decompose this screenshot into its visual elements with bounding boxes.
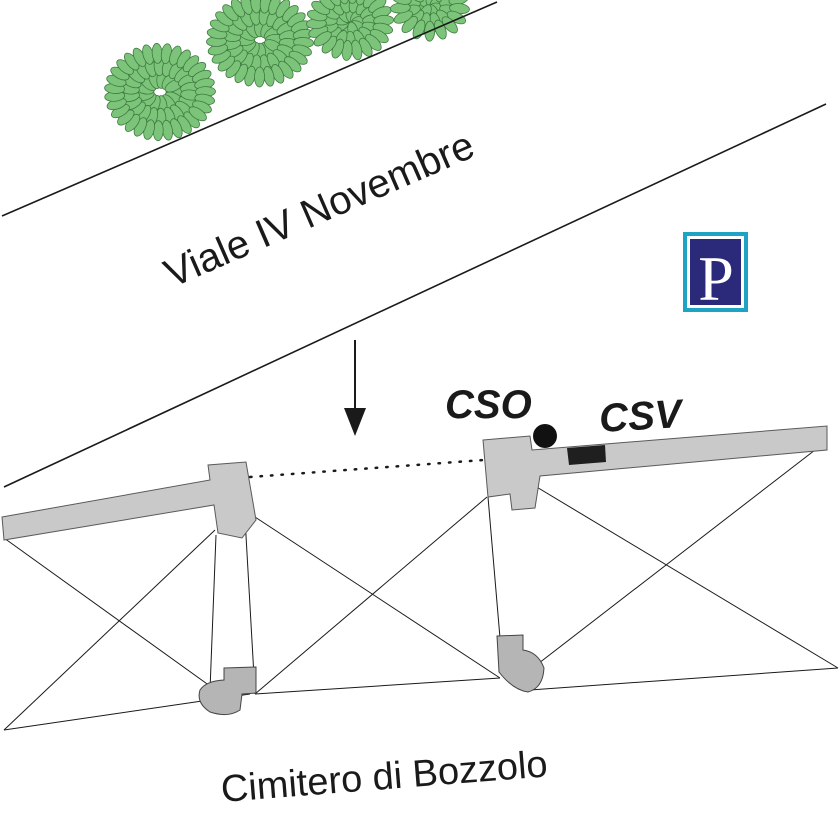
- leaf: [347, 0, 359, 4]
- road-edge-north: [1, 1, 498, 217]
- leaf: [188, 106, 207, 122]
- cso-label: CSO: [445, 383, 532, 427]
- leaf: [313, 31, 332, 47]
- cso-marker: [533, 424, 557, 448]
- tree-cluster: [306, 0, 394, 61]
- cemetery-name-label: Cimitero di Bozzolo: [219, 743, 549, 811]
- leaf: [391, 0, 412, 5]
- tree-cluster: [390, 0, 470, 42]
- road-edge-south: [3, 103, 827, 488]
- west-wall: [1, 461, 257, 541]
- tree-cluster: [104, 43, 216, 142]
- tree-cluster: [206, 0, 314, 88]
- gate-post-east: [496, 634, 545, 693]
- leaf: [337, 0, 350, 5]
- cemetery-outline: [3, 449, 839, 731]
- parking-symbol: P: [698, 243, 734, 314]
- leaf: [318, 0, 335, 10]
- leaf: [407, 0, 425, 3]
- trees: [104, 0, 470, 142]
- leaf: [327, 0, 342, 7]
- dotted-gate-line: [248, 458, 486, 479]
- entrance-arrow: [344, 340, 366, 436]
- csv-label: CSV: [598, 392, 686, 441]
- parking-sign: P: [683, 232, 748, 314]
- gate-post-west: [198, 666, 257, 716]
- road-name-label: Viale IV Novembre: [158, 123, 481, 296]
- east-wall: [482, 425, 828, 511]
- csv-marker: [567, 445, 606, 465]
- leaf: [254, 66, 265, 88]
- leaf: [435, 0, 453, 3]
